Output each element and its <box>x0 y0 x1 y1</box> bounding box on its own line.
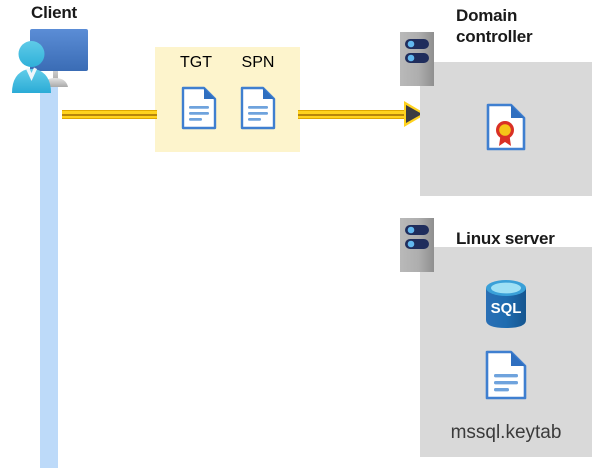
keytab-document-icon <box>485 350 527 400</box>
linux-server-tower-icon <box>400 218 434 272</box>
client-label: Client <box>31 3 78 22</box>
tgt-token-label: TGT <box>180 54 212 71</box>
spn-document-icon <box>240 86 276 130</box>
sql-badge-text: SQL <box>491 300 522 317</box>
sql-database-icon: SQL <box>483 278 529 330</box>
tgt-document-icon <box>181 86 217 130</box>
message-arrow-line-right <box>298 110 408 119</box>
domain-controller-server-tower-icon <box>400 32 434 86</box>
certificate-document-icon <box>486 103 526 151</box>
client-workstation-icon <box>8 25 100 97</box>
domain-controller-label: Domain controller <box>456 5 596 47</box>
domain-controller-label-line1: Domain <box>456 6 518 25</box>
keytab-filename-label: mssql.keytab <box>450 422 562 443</box>
linux-server-label: Linux server <box>456 229 555 248</box>
message-arrow-line-left <box>62 110 157 119</box>
spn-token-label: SPN <box>241 54 275 71</box>
token-highlight-box <box>155 47 300 152</box>
domain-controller-label-line2: controller <box>456 27 533 46</box>
client-lifeline <box>40 80 58 468</box>
